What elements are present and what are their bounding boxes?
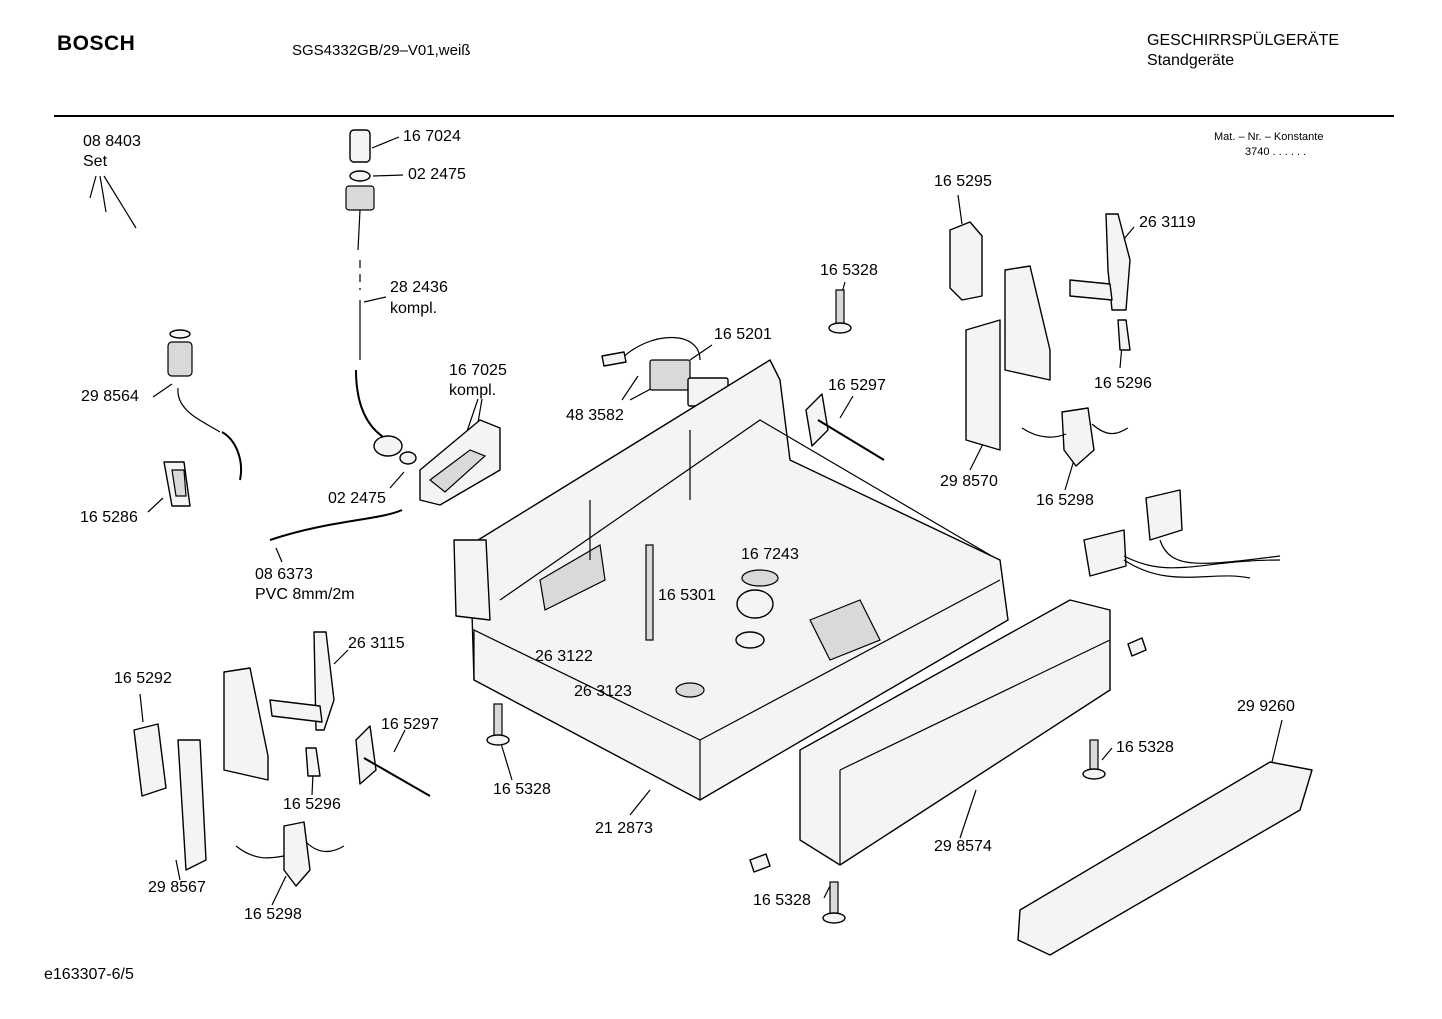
screw-16-5328-middle <box>486 703 510 746</box>
part-label: 29 8567 <box>148 879 206 896</box>
part-label: 21 2873 <box>595 820 653 837</box>
part-label: kompl. <box>449 382 497 399</box>
part-label: 08 8403 <box>83 133 141 150</box>
part-label: 29 8564 <box>81 388 139 405</box>
screw-16-5328-bottom <box>822 881 846 924</box>
part-label: 02 2475 <box>328 490 386 507</box>
hinge-bracket-left <box>133 631 345 887</box>
part-label: 16 5328 <box>1116 739 1174 756</box>
category-title: GESCHIRRSPÜLGERÄTE <box>1147 32 1340 49</box>
part-label: 16 5328 <box>820 262 878 279</box>
model-number: SGS4332GB/29–V01,weiß <box>292 42 471 59</box>
part-label: 16 5328 <box>753 892 811 909</box>
part-label: 16 5296 <box>283 796 341 813</box>
clip-16-5286 <box>163 461 191 507</box>
part-label: 16 5297 <box>381 716 439 733</box>
part-label: Set <box>83 153 108 170</box>
part-label: 16 5297 <box>828 377 886 394</box>
part-label: 16 5298 <box>1036 492 1094 509</box>
part-label: 26 3119 <box>1139 214 1196 231</box>
inlet-valve <box>419 419 501 506</box>
part-label: 29 8574 <box>934 838 992 855</box>
part-label: 02 2475 <box>408 166 466 183</box>
part-label: 08 6373 <box>255 566 313 583</box>
part-label: 16 5292 <box>114 670 172 687</box>
part-label: 26 3122 <box>535 648 593 665</box>
part-label: 16 5296 <box>1094 375 1152 392</box>
connector-48-3582 <box>601 336 729 407</box>
part-label: 16 7243 <box>741 546 799 563</box>
plinth-trim <box>1017 761 1313 956</box>
spring-16-5297-left <box>355 725 431 797</box>
water-supply-hose <box>345 129 417 465</box>
part-label: 16 5201 <box>714 326 772 343</box>
part-label: 29 9260 <box>1237 698 1295 715</box>
part-label: 26 3115 <box>348 635 405 652</box>
screw-16-5328-right <box>1082 739 1106 780</box>
pvc-tube <box>269 509 403 541</box>
front-plinth-panel <box>799 599 1111 866</box>
part-label: 26 3123 <box>574 683 632 700</box>
part-label: 48 3582 <box>566 407 624 424</box>
screw-16-5328-top <box>828 289 852 334</box>
part-label: 16 7024 <box>403 128 461 145</box>
part-label: 16 5298 <box>244 906 302 923</box>
header-divider <box>54 115 1394 117</box>
spring-hose <box>167 329 242 481</box>
brand-logo: BOSCH <box>57 32 136 55</box>
part-label: 16 7025 <box>449 362 507 379</box>
part-label: 29 8570 <box>940 473 998 490</box>
part-label: 16 5286 <box>80 509 138 526</box>
screw-small-bottom <box>749 853 771 873</box>
base-tub <box>453 359 1009 801</box>
part-label: 28 2436 <box>390 279 448 296</box>
category-subtitle: Standgeräte <box>1147 52 1235 69</box>
screw-small-right <box>1127 637 1147 657</box>
hinge-bracket-right <box>949 213 1131 467</box>
part-label: kompl. <box>390 300 438 317</box>
part-label: 16 5301 <box>658 587 716 604</box>
material-note-value: 3740 . . . . . . <box>1245 146 1307 158</box>
cable-harness <box>1083 489 1281 579</box>
leader-lines <box>89 136 1283 906</box>
part-label: PVC 8mm/2m <box>255 586 355 603</box>
drawing-code: e163307-6/5 <box>44 966 134 983</box>
part-label: 16 5295 <box>934 173 992 190</box>
part-label: 16 5328 <box>493 781 551 798</box>
material-note-label: Mat. – Nr. – Konstante <box>1214 131 1324 143</box>
spring-16-5297-top <box>805 393 885 461</box>
